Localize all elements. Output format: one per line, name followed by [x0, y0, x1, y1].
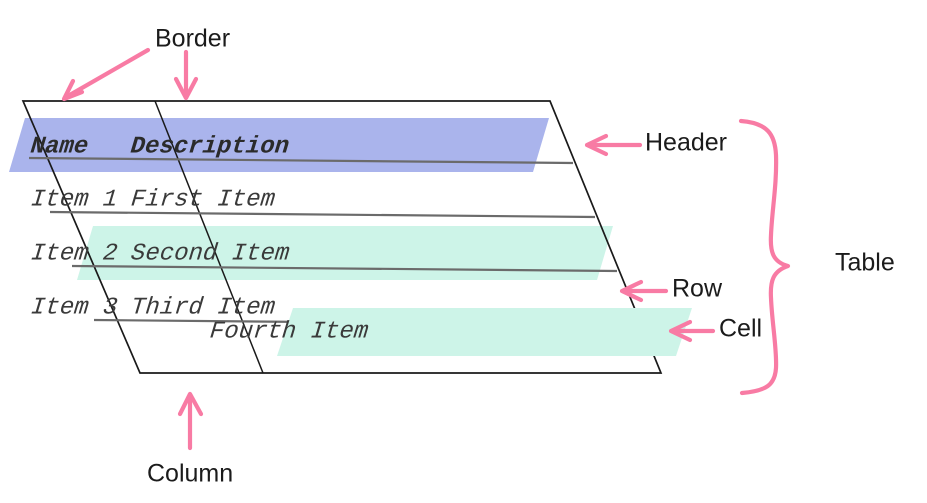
body-cell-name-2: Item 2	[27, 241, 121, 267]
annotation-label-column: Column	[147, 460, 233, 488]
annotation-label-table: Table	[835, 249, 895, 277]
annotation-label-header: Header	[645, 129, 727, 157]
table-border-outline	[21, 100, 663, 374]
header-cell-name: Name	[27, 134, 92, 160]
annotation-label-cell: Cell	[719, 315, 762, 343]
header-arrow-icon	[584, 133, 643, 157]
row-rule-2	[71, 264, 618, 273]
floating-cell-text: Fourth Item	[206, 319, 372, 345]
header-cell-description: Description	[127, 134, 293, 160]
body-cell-description-2: Second Item	[127, 241, 293, 267]
row-rule-1	[49, 210, 596, 219]
floating-cell-highlight	[277, 308, 692, 356]
column-divider-border	[154, 100, 264, 374]
column-arrow-icon	[177, 391, 204, 451]
border-arrow-diagonal-icon	[61, 47, 151, 102]
body-cell-name-1: Item 1	[27, 187, 121, 213]
row-arrow-icon	[619, 279, 669, 303]
annotation-label-row: Row	[672, 275, 723, 303]
cell-arrow-icon	[668, 319, 716, 343]
body-cell-name-3: Item 3	[27, 295, 121, 321]
row-rule-header	[28, 156, 574, 165]
table-curly-brace-icon	[738, 118, 791, 396]
border-arrow-vertical-icon	[173, 49, 199, 101]
body-cell-description-1: First Item	[127, 187, 279, 213]
body-cell-description-3: Third Item	[127, 295, 279, 321]
annotation-label-border: Border	[155, 25, 230, 53]
